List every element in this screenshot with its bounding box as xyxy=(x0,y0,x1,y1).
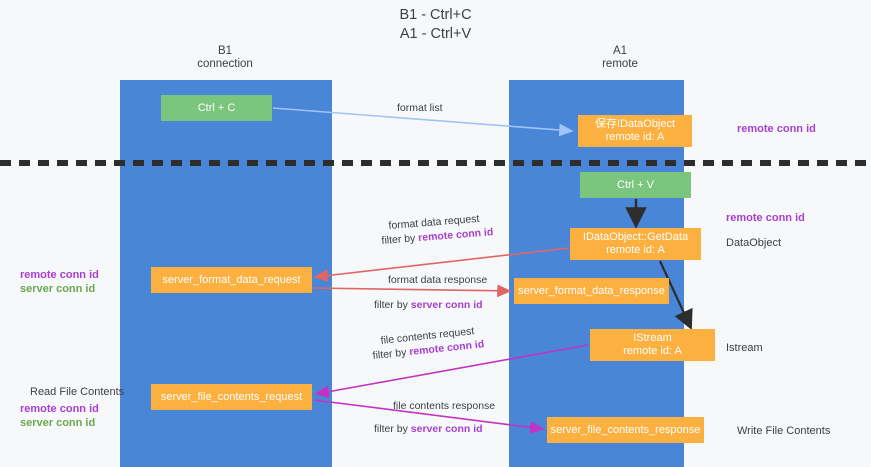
node-getdata-line2: remote id: A xyxy=(606,244,665,256)
node-server-file-contents-response-label: server_file_contents_response xyxy=(550,423,701,436)
node-server-format-data-request[interactable]: server_format_data_request xyxy=(151,267,312,293)
label-format-data-request-filter-prefix: filter by xyxy=(381,232,419,247)
annotation-dataobject: DataObject xyxy=(726,237,782,249)
connector-format-data-response xyxy=(312,284,512,298)
node-server-format-data-response[interactable]: server_format_data_response xyxy=(514,278,669,304)
label-file-contents-request-filter-prefix: filter by xyxy=(372,346,410,362)
annotation-istream: Istream xyxy=(726,342,763,354)
node-ctrl-c[interactable]: Ctrl + C xyxy=(161,95,272,121)
node-server-format-data-response-label: server_format_data_response xyxy=(518,284,665,297)
column-header-a1-name: A1 xyxy=(612,45,628,57)
node-server-file-contents-request-label: server_file_contents_request xyxy=(160,390,303,403)
title-line-2: A1 - Ctrl+V xyxy=(399,26,472,42)
node-ctrl-c-label: Ctrl + C xyxy=(197,101,236,114)
label-format-data-response: format data response xyxy=(388,274,488,286)
node-getdata[interactable]: IDataObject::GetData remote id: A xyxy=(570,228,701,260)
column-header-b1-role: connection xyxy=(197,58,253,70)
node-server-format-data-request-label: server_format_data_request xyxy=(162,273,301,286)
node-istream-line1: IStream xyxy=(633,332,672,344)
node-idataobject-line1: 保存IDataObject xyxy=(594,118,676,130)
annotation-left-bottom-remote: remote conn id xyxy=(20,403,99,415)
label-format-data-response-filter-key: server conn id xyxy=(410,299,483,311)
column-header-b1-name: B1 xyxy=(217,45,233,57)
annotation-left-bottom: remote conn id server conn id xyxy=(20,402,99,430)
annotation-left-mid: remote conn id server conn id xyxy=(20,268,99,296)
node-ctrl-v[interactable]: Ctrl + V xyxy=(580,172,691,198)
annotation-write-file-contents: Write File Contents xyxy=(737,425,831,437)
annotation-remote-conn-id-mid: remote conn id xyxy=(726,212,805,224)
node-getdata-line1: IDataObject::GetData xyxy=(582,231,689,243)
annotation-left-bottom-server: server conn id xyxy=(20,417,96,429)
node-ctrl-v-label: Ctrl + V xyxy=(617,178,654,191)
node-server-file-contents-response[interactable]: server_file_contents_response xyxy=(547,417,704,443)
label-format-data-response-filter: filter by server conn id xyxy=(374,298,483,312)
label-file-contents-response: file contents response xyxy=(393,400,496,412)
label-format-data-response-filter-prefix: filter by xyxy=(374,299,411,311)
label-format-list: format list xyxy=(397,102,443,114)
annotation-left-mid-server: server conn id xyxy=(20,283,96,295)
label-file-contents-response-filter-prefix: filter by xyxy=(374,423,411,435)
node-server-file-contents-request[interactable]: server_file_contents_request xyxy=(151,384,312,410)
column-header-a1: A1 remote xyxy=(545,45,695,71)
annotation-left-mid-remote: remote conn id xyxy=(20,269,99,281)
diagram-title: B1 - Ctrl+C A1 - Ctrl+V xyxy=(0,6,871,44)
annotation-read-file-contents: Read File Contents xyxy=(30,386,125,398)
label-file-contents-response-filter-key: server conn id xyxy=(410,423,483,435)
title-line-1: B1 - Ctrl+C xyxy=(399,7,472,23)
node-idataobject[interactable]: 保存IDataObject remote id: A xyxy=(578,115,692,147)
annotation-remote-conn-id-top: remote conn id xyxy=(737,123,816,135)
label-file-contents-response-filter: filter by server conn id xyxy=(374,422,483,436)
node-idataobject-line2: remote id: A xyxy=(605,131,665,143)
column-header-a1-role: remote xyxy=(602,58,638,70)
node-istream-line2: remote id: A xyxy=(623,345,682,357)
node-istream[interactable]: IStream remote id: A xyxy=(590,329,715,361)
column-header-b1: B1 connection xyxy=(150,45,300,71)
